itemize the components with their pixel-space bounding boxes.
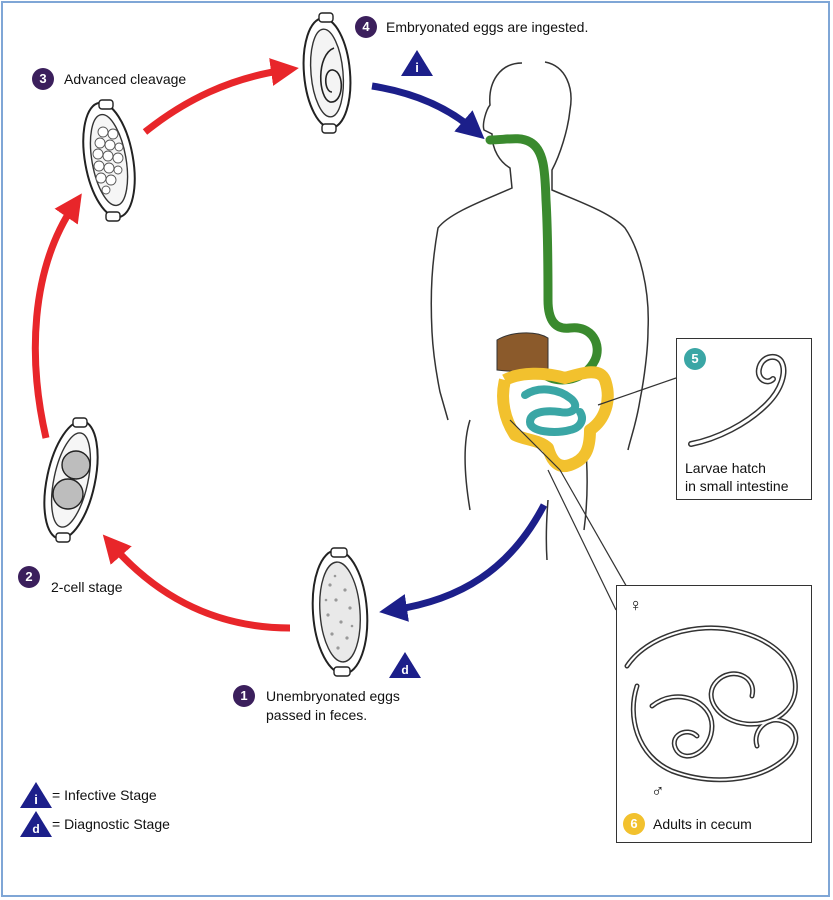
larvae-panel: 5 Larvae hatch in small intestine (676, 338, 812, 500)
arrow-2-to-3 (31, 193, 82, 439)
stage-5-badge: 5 (684, 348, 706, 370)
legend-diagnostic-symbol: d (32, 822, 39, 836)
legend-triangles: i d (20, 782, 52, 837)
arrow-host-to-1 (379, 503, 548, 622)
adults-panel: ♀ ♂ 6 Adults in cecum (616, 585, 812, 843)
liver (496, 332, 549, 372)
legend-infective-text: = Infective Stage (52, 787, 157, 803)
stage-1-badge: 1 (233, 685, 255, 707)
human-host (430, 61, 650, 561)
egg-embryonated (302, 12, 352, 134)
egg-advanced-cleavage (82, 99, 136, 222)
stage-3-badge: 3 (32, 68, 54, 90)
pointer-cecum (509, 419, 561, 471)
pointer-larvae (597, 377, 677, 406)
legend-diagnostic-text: = Diagnostic Stage (52, 816, 170, 832)
pointer-adults-a (547, 469, 617, 611)
diagnostic-marker: d (389, 652, 421, 678)
stage-1-label-line2: passed in feces. (266, 707, 368, 723)
stage-6-label: Adults in cecum (653, 816, 752, 832)
infective-marker-letter: i (415, 60, 419, 75)
legend: i d = Infective Stage = Diagnostic Stage (20, 780, 220, 840)
stage-4-label: Embryonated eggs are ingested. (386, 19, 589, 35)
large-intestine (497, 366, 614, 472)
female-symbol: ♀ (629, 595, 643, 615)
stage-4-badge: 4 (355, 16, 377, 38)
arrow-3-to-4 (142, 58, 299, 135)
male-symbol: ♂ (651, 781, 665, 801)
stage-5-label-line2: in small intestine (685, 478, 789, 494)
esophagus-stomach (485, 134, 602, 385)
legend-infective-symbol: i (34, 792, 38, 807)
stage-5-label-line1: Larvae hatch (685, 460, 766, 476)
larva-illustration (688, 353, 787, 447)
stage-3-label: Advanced cleavage (64, 71, 187, 87)
arrow-1-to-2 (102, 534, 291, 632)
small-intestine (521, 385, 586, 436)
stage-1-label-line1: Unembryonated eggs (266, 688, 400, 704)
infective-marker: i (401, 50, 433, 76)
stage-2-label: 2-cell stage (51, 579, 123, 595)
egg-unembryonated (311, 547, 369, 677)
stage-2-badge: 2 (18, 566, 40, 588)
diagnostic-marker-letter: d (401, 663, 408, 677)
stage-6-badge: 6 (623, 813, 645, 835)
arrow-4-to-host (371, 82, 485, 140)
egg-two-cell (43, 417, 99, 543)
digestive-tract (485, 134, 614, 472)
adult-worms-illustration (624, 625, 799, 783)
